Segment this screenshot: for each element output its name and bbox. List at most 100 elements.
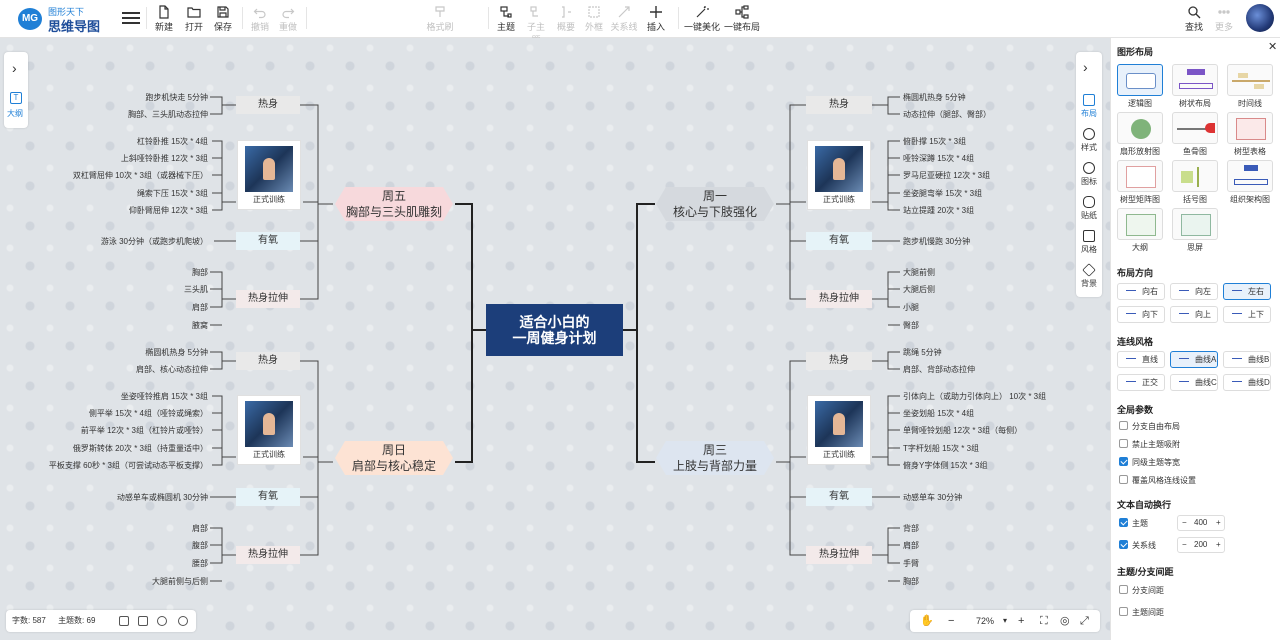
summary-button[interactable]: 概要	[554, 3, 578, 35]
leaf[interactable]: 罗马尼亚硬拉 12次 * 3组	[903, 171, 991, 180]
leaf[interactable]: 椭圆机热身 5分钟	[903, 93, 966, 102]
leaf[interactable]: 杠铃卧推 15次 * 4组	[136, 137, 208, 146]
direction-both[interactable]: 左右	[1223, 283, 1271, 300]
wrap-relation-stepper[interactable]: −200+	[1177, 537, 1225, 553]
rail-style[interactable]: 样式	[1076, 128, 1102, 153]
new-button[interactable]: 新建	[152, 3, 176, 35]
leaf[interactable]: 动感单车或椭圆机 30分钟	[116, 493, 208, 502]
leaf[interactable]: 引体向上（或助力引体向上） 10次 * 3组	[903, 392, 1047, 401]
wed-training[interactable]: 正式训练	[807, 395, 871, 465]
layout-bracket[interactable]: 括号图	[1172, 160, 1218, 205]
direction-up[interactable]: 向上	[1170, 306, 1218, 323]
fri-training[interactable]: 正式训练	[237, 140, 301, 210]
mon-stretch[interactable]: 热身拉伸	[806, 290, 872, 308]
topic-monday[interactable]: 周一 核心与下肢强化	[656, 187, 774, 221]
zoom-level[interactable]: 72%	[976, 616, 995, 626]
leaf[interactable]: 上斜哑铃卧推 12次 * 3组	[120, 154, 208, 163]
sun-training[interactable]: 正式训练	[237, 395, 301, 465]
topic-wednesday[interactable]: 周三 上肢与背部力量	[656, 441, 774, 475]
hand-icon[interactable]: ✋	[920, 615, 934, 627]
layout-mindscreen[interactable]: 思屏	[1172, 208, 1218, 253]
rail-layout[interactable]: 布局	[1076, 94, 1102, 119]
mon-warmup[interactable]: 热身	[806, 96, 872, 114]
leaf[interactable]: 侧平举 15次 * 4组（哑铃或绳索）	[88, 409, 208, 418]
zoom-out-button[interactable]: −	[948, 615, 955, 627]
locate-icon[interactable]: ◎	[1060, 615, 1070, 627]
leaf[interactable]: 胸部、三头肌动态拉伸	[128, 110, 208, 119]
leaf[interactable]: 俯卧撑 15次 * 3组	[903, 137, 967, 146]
relation-line-button[interactable]: 关系线	[610, 3, 638, 35]
more-button[interactable]: 更多	[1212, 3, 1236, 35]
user-avatar[interactable]	[1246, 4, 1274, 32]
find-button[interactable]: 查找	[1182, 3, 1206, 35]
leaf[interactable]: 站立提踵 20次 * 3组	[903, 206, 975, 215]
topic-friday[interactable]: 周五 胸部与三头肌雕刻	[335, 187, 453, 221]
leaf[interactable]: 肩部、背部动态拉伸	[903, 365, 975, 374]
spacing-branch[interactable]: 分支间距	[1119, 585, 1164, 596]
leaf[interactable]: 腋窝	[192, 321, 208, 330]
leaf[interactable]: 坐姿哑铃推肩 15次 * 3组	[120, 392, 208, 401]
central-topic[interactable]: 适合小白的 一周健身计划	[486, 304, 623, 356]
line-orthogonal[interactable]: 正交	[1117, 374, 1165, 391]
tree-icon[interactable]	[138, 616, 148, 626]
save-button[interactable]: 保存	[211, 3, 235, 35]
fri-warmup[interactable]: 热身	[236, 96, 300, 114]
info-icon[interactable]	[157, 616, 167, 626]
spacing-topic[interactable]: 主题间距	[1119, 607, 1164, 618]
leaf[interactable]: 椭圆机热身 5分钟	[145, 348, 208, 357]
leaf[interactable]: 腰部	[192, 559, 208, 568]
leaf[interactable]: 游泳 30分钟（或跑步机爬坡）	[100, 237, 208, 246]
keyboard-icon[interactable]	[119, 616, 129, 626]
leaf[interactable]: 哑铃深蹲 15次 * 4组	[903, 154, 975, 163]
line-curve-a[interactable]: 曲线A	[1170, 351, 1218, 368]
outline-box-button[interactable]: 外框	[582, 3, 606, 35]
layout-tree-matrix[interactable]: 树型矩阵图	[1117, 160, 1163, 205]
leaf[interactable]: 腹部	[192, 541, 208, 550]
undo-button[interactable]: 撤销	[248, 3, 272, 35]
insert-button[interactable]: 插入	[642, 3, 670, 35]
leaf[interactable]: 三头肌	[184, 285, 208, 294]
wrap-relation-checkbox[interactable]: 关系线	[1119, 540, 1156, 551]
layout-radial[interactable]: 扇形放射图	[1117, 112, 1163, 157]
leaf[interactable]: 大腿前侧与后侧	[152, 577, 208, 586]
wrap-topic-stepper[interactable]: −400+	[1177, 515, 1225, 531]
leaf[interactable]: 肩部	[192, 303, 208, 312]
direction-updown[interactable]: 上下	[1223, 306, 1271, 323]
leaf[interactable]: 肩部、核心动态拉伸	[136, 365, 208, 374]
leaf[interactable]: 坐姿划船 15次 * 4组	[903, 409, 975, 418]
layout-tree[interactable]: 树状布局	[1172, 64, 1218, 109]
leaf[interactable]: 俄罗斯转体 20次 * 3组（持重量适中）	[72, 444, 208, 453]
fri-aerobic[interactable]: 有氧	[236, 232, 300, 250]
leaf[interactable]: 跑步机快走 5分钟	[145, 93, 208, 102]
leaf[interactable]: 肩部	[903, 541, 919, 550]
leaf[interactable]: 胸部	[903, 577, 919, 586]
chevron-down-icon[interactable]: ▾	[1003, 616, 1008, 625]
wrap-topic-checkbox[interactable]: 主题	[1119, 518, 1148, 529]
leaf[interactable]: 臀部	[903, 321, 919, 330]
layout-fishbone[interactable]: 鱼骨图	[1172, 112, 1218, 157]
opt-equal-width[interactable]: 同级主题等宽	[1119, 457, 1180, 468]
beautify-button[interactable]: 一键美化	[684, 3, 720, 35]
rail-icon[interactable]: 图标	[1076, 162, 1102, 187]
rail-background[interactable]: 背景	[1076, 263, 1102, 289]
leaf[interactable]: 坐姿腿弯举 15次 * 3组	[903, 189, 983, 198]
redo-button[interactable]: 重做	[276, 3, 300, 35]
opt-override-line[interactable]: 覆盖风格连线设置	[1119, 475, 1196, 486]
auto-layout-button[interactable]: 一键布局	[724, 3, 760, 35]
rail-sticker[interactable]: 贴纸	[1076, 196, 1102, 221]
opt-free-branch[interactable]: 分支自由布局	[1119, 421, 1180, 432]
leaf[interactable]: 胸部	[192, 268, 208, 277]
subtopic-button[interactable]: 子主题	[523, 3, 549, 45]
opt-no-snap[interactable]: 禁止主题吸附	[1119, 439, 1180, 450]
leaf[interactable]: 俯身Y字体侧 15次 * 3组	[903, 461, 988, 470]
rail-theme[interactable]: 风格	[1076, 230, 1102, 255]
line-curve-c[interactable]: 曲线C	[1170, 374, 1218, 391]
topic-button[interactable]: 主题	[494, 3, 518, 35]
outline-toggle[interactable]: › T 大纲	[4, 52, 28, 128]
wed-stretch[interactable]: 热身拉伸	[806, 546, 872, 564]
leaf[interactable]: 跑步机慢跑 30分钟	[903, 237, 971, 246]
mon-aerobic[interactable]: 有氧	[806, 232, 872, 250]
leaf[interactable]: 手臂	[903, 559, 919, 568]
leaf[interactable]: 跳绳 5分钟	[903, 348, 942, 357]
leaf[interactable]: 动态拉伸（腿部、臀部）	[903, 110, 991, 119]
